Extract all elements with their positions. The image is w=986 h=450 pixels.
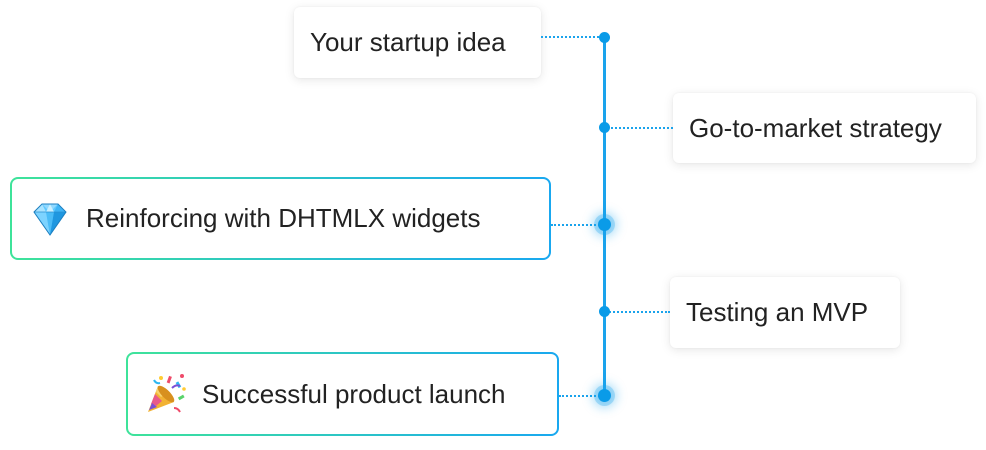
timeline-step-2-node <box>599 122 610 133</box>
timeline-step-1-connector <box>541 36 603 38</box>
timeline-step-3-node <box>598 218 611 231</box>
timeline-axis <box>603 37 606 397</box>
timeline-step-3-connector <box>551 224 603 226</box>
timeline-step-3-label: Reinforcing with DHTMLX widgets <box>86 203 481 233</box>
timeline-step-5-node <box>598 389 611 402</box>
timeline-step-3-card: Reinforcing with DHTMLX widgets <box>10 177 551 260</box>
timeline-step-1-card: Your startup idea <box>294 7 541 78</box>
party-popper-icon <box>148 374 186 413</box>
timeline-step-4-card: Testing an MVP <box>670 277 900 348</box>
timeline-step-5-card: Successful product launch <box>126 352 559 436</box>
timeline-step-4-label: Testing an MVP <box>686 297 869 327</box>
timeline-step-2-label: Go-to-market strategy <box>689 112 942 143</box>
timeline-step-5-label: Successful product launch <box>202 378 506 409</box>
timeline-step-4-connector <box>606 311 670 313</box>
timeline-step-2-card: Go-to-market strategy <box>673 93 976 163</box>
timeline-step-5-connector <box>559 395 603 397</box>
timeline-step-1-node <box>599 32 610 43</box>
timeline-step-1-label: Your startup idea <box>310 27 506 57</box>
timeline-step-4-node <box>599 306 610 317</box>
gem-icon <box>33 203 67 236</box>
timeline-step-2-connector <box>606 127 673 129</box>
